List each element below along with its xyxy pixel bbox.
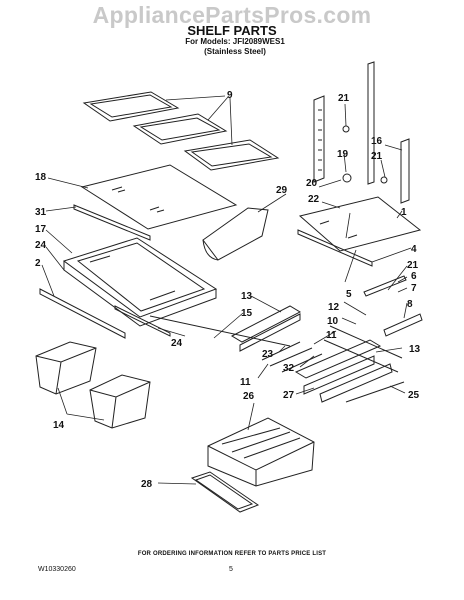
part-ladder-rail-left (313, 95, 352, 183)
callout-21-mid: 21 (371, 151, 383, 162)
callout-13-lower: 13 (409, 344, 421, 355)
callout-15: 15 (241, 308, 253, 319)
callout-18: 18 (35, 172, 47, 183)
callout-4: 4 (411, 244, 417, 255)
page-number: 5 (229, 566, 233, 573)
callout-11-upper: 11 (326, 330, 337, 341)
callout-1: 1 (401, 207, 407, 218)
callout-13-top: 13 (241, 291, 253, 302)
callout-21-top: 21 (338, 93, 350, 104)
callout-27: 27 (283, 390, 295, 401)
part-slide-shelf (62, 237, 218, 327)
callout-5: 5 (346, 289, 352, 300)
callout-24-left: 24 (35, 240, 47, 251)
callout-14: 14 (53, 420, 65, 431)
callout-19: 19 (337, 149, 349, 160)
callout-22: 22 (308, 194, 320, 205)
callout-24-right: 24 (171, 338, 183, 349)
callout-10: 10 (327, 316, 339, 327)
callout-7: 7 (411, 283, 417, 294)
callout-labels: 9 18 29 31 17 24 2 14 21 19 20 16 21 22 … (35, 90, 421, 490)
model-info: For Models: JFI2089WES1 (Stainless Steel… (120, 37, 350, 57)
callout-6: 6 (411, 271, 417, 282)
callout-20: 20 (306, 178, 318, 189)
watermark-text: AppliancePartsPros.com (92, 2, 372, 28)
callout-25: 25 (408, 390, 420, 401)
ordering-note: FOR ORDERING INFORMATION REFER TO PARTS … (137, 551, 327, 557)
callout-21-low: 21 (407, 260, 419, 271)
callout-12: 12 (328, 302, 340, 313)
callout-9: 9 (227, 90, 233, 101)
part-right-glass (298, 196, 422, 252)
part-glass-frames (82, 91, 280, 171)
page-title: SHELF PARTS (187, 23, 277, 38)
finish-line: (Stainless Steel) (204, 47, 266, 56)
part-wire-basket (207, 417, 315, 487)
callout-8: 8 (407, 299, 413, 310)
callout-28: 28 (141, 479, 153, 490)
callout-2: 2 (35, 258, 41, 269)
document-number: W10330260 (38, 566, 76, 573)
part-large-glass (80, 164, 238, 230)
callout-31: 31 (35, 207, 47, 218)
callout-23: 23 (262, 349, 274, 360)
callout-17: 17 (35, 224, 47, 235)
callout-11-lower: 11 (240, 377, 251, 388)
part-crisper-drawers (35, 341, 151, 429)
callout-29: 29 (276, 185, 288, 196)
callout-32: 32 (283, 363, 295, 374)
models-line: For Models: JFI2089WES1 (185, 37, 285, 46)
callout-16: 16 (371, 136, 383, 147)
callout-26: 26 (243, 391, 255, 402)
